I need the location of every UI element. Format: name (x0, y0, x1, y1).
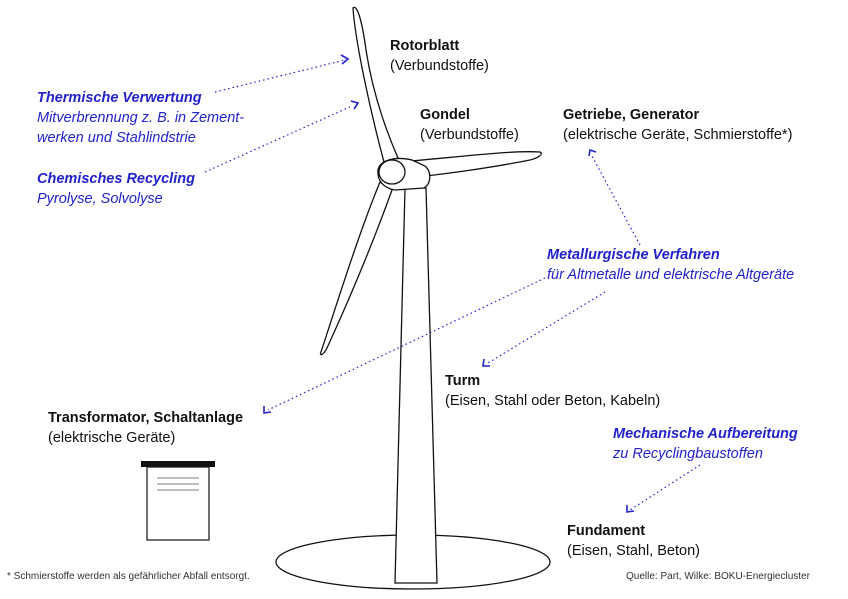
connector-metallurgisch-getriebe (591, 155, 641, 246)
arrowhead-icon (340, 54, 350, 65)
arrowhead-icon (588, 148, 597, 157)
label-gondel: Gondel (Verbundstoffe) (420, 105, 519, 145)
arrowhead-icon (482, 358, 490, 367)
label-sub: (elektrische Geräte) (48, 430, 176, 446)
process-title: Thermische Verwertung (37, 90, 202, 106)
footnote: * Schmierstoffe werden als gefährlicher … (7, 571, 250, 582)
process-title: Mechanische Aufbereitung (613, 426, 798, 442)
arrowhead-icon (626, 505, 635, 513)
label-title: Turm (445, 373, 481, 389)
rotor-blade-upper (352, 6, 399, 163)
tower (394, 187, 438, 584)
label-title: Getriebe, Generator (563, 107, 700, 123)
label-fundament: Fundament (Eisen, Stahl, Beton) (567, 521, 700, 561)
process-line: werken und Stahlindstrie (37, 130, 196, 146)
label-title: Fundament (567, 523, 646, 539)
label-rotorblatt: Rotorblatt (Verbundstoffe) (390, 36, 489, 76)
connector-metallurgisch-transformator (267, 277, 546, 411)
rotor-blade-right (399, 151, 542, 179)
process-chemisch: Chemisches Recycling Pyrolyse, Solvolyse (37, 169, 195, 209)
label-sub: (Verbundstoffe) (390, 58, 489, 74)
label-turm: Turm (Eisen, Stahl oder Beton, Kabeln) (445, 371, 660, 411)
connector-mechanisch-fundament (629, 464, 701, 511)
label-transformator: Transformator, Schaltanlage (elektrische… (48, 408, 243, 448)
transformer-box (146, 466, 210, 541)
process-title: Chemisches Recycling (37, 171, 195, 187)
process-title: Metallurgische Verfahren (547, 247, 720, 263)
label-getriebe: Getriebe, Generator (elektrische Geräte,… (563, 105, 792, 145)
process-sub: für Altmetalle und elektrische Altgeräte (547, 267, 795, 283)
label-sub: (Eisen, Stahl, Beton) (567, 543, 700, 559)
connector-metallurgisch-turm (487, 291, 606, 364)
rotor-hub (378, 159, 406, 185)
process-thermisch: Thermische Verwertung Mitverbrennung z. … (37, 88, 244, 148)
label-title: Rotorblatt (390, 38, 460, 54)
label-sub: (elektrische Geräte, Schmierstoffe*) (563, 127, 793, 143)
process-sub: zu Recyclingbaustoffen (613, 446, 763, 462)
arrowhead-icon (263, 406, 272, 414)
source-note: Quelle: Part, Wilke: BOKU-Energiecluster (626, 571, 810, 582)
rotor-blade-lower (319, 181, 393, 356)
transformer-lid (141, 461, 215, 467)
label-title: Transformator, Schaltanlage (48, 410, 244, 426)
arrowhead-icon (350, 100, 360, 110)
label-sub: (Eisen, Stahl oder Beton, Kabeln) (445, 393, 661, 409)
label-sub: (Verbundstoffe) (420, 127, 519, 143)
process-line: Mitverbrennung z. B. in Zement- (37, 110, 245, 126)
process-sub: Pyrolyse, Solvolyse (37, 191, 163, 207)
process-metallurgisch: Metallurgische Verfahren für Altmetalle … (547, 245, 794, 285)
process-mechanisch: Mechanische Aufbereitung zu Recyclingbau… (613, 424, 798, 464)
label-title: Gondel (420, 107, 470, 123)
